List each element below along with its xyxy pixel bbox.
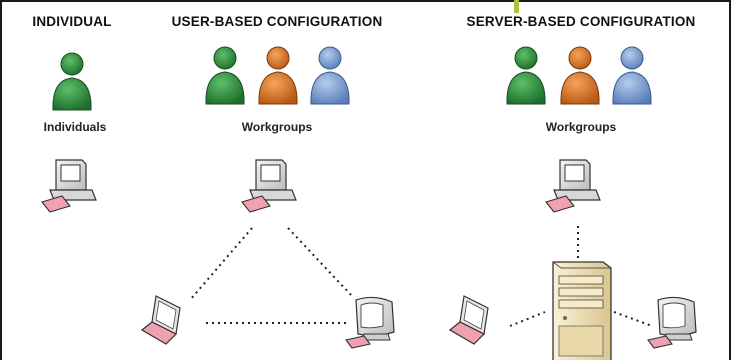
person-icon-orange-server — [560, 46, 600, 105]
accent-tab — [514, 0, 519, 13]
person-icon-blue-user — [310, 46, 350, 105]
connection-lines-server — [509, 226, 653, 327]
person-icon-blue-server — [612, 46, 652, 105]
laptop-icon-server — [449, 295, 489, 345]
person-icon-orange-user — [258, 46, 298, 105]
person-icon-green-server — [506, 46, 546, 105]
desktop-computer-icon-server — [545, 159, 601, 213]
person-icon-green-user — [205, 46, 245, 105]
caption-workgroups-user: Workgroups — [241, 120, 313, 134]
caption-individuals: Individuals — [43, 120, 107, 134]
laptop-icon-user — [141, 295, 181, 345]
desktop-computer-icon-individual — [41, 159, 97, 213]
heading-individual: INDIVIDUAL — [32, 14, 112, 29]
desktop-computer-icon-user — [241, 159, 297, 213]
crt-monitor-icon-user — [345, 296, 395, 349]
server-tower-icon — [552, 261, 612, 360]
caption-workgroups-server: Workgroups — [545, 120, 617, 134]
connection-lines-user — [189, 227, 353, 324]
crt-monitor-icon-server — [647, 296, 697, 349]
heading-server-based: SERVER-BASED CONFIGURATION — [466, 14, 696, 29]
heading-user-based: USER-BASED CONFIGURATION — [171, 14, 383, 29]
person-icon-individual — [52, 52, 92, 111]
